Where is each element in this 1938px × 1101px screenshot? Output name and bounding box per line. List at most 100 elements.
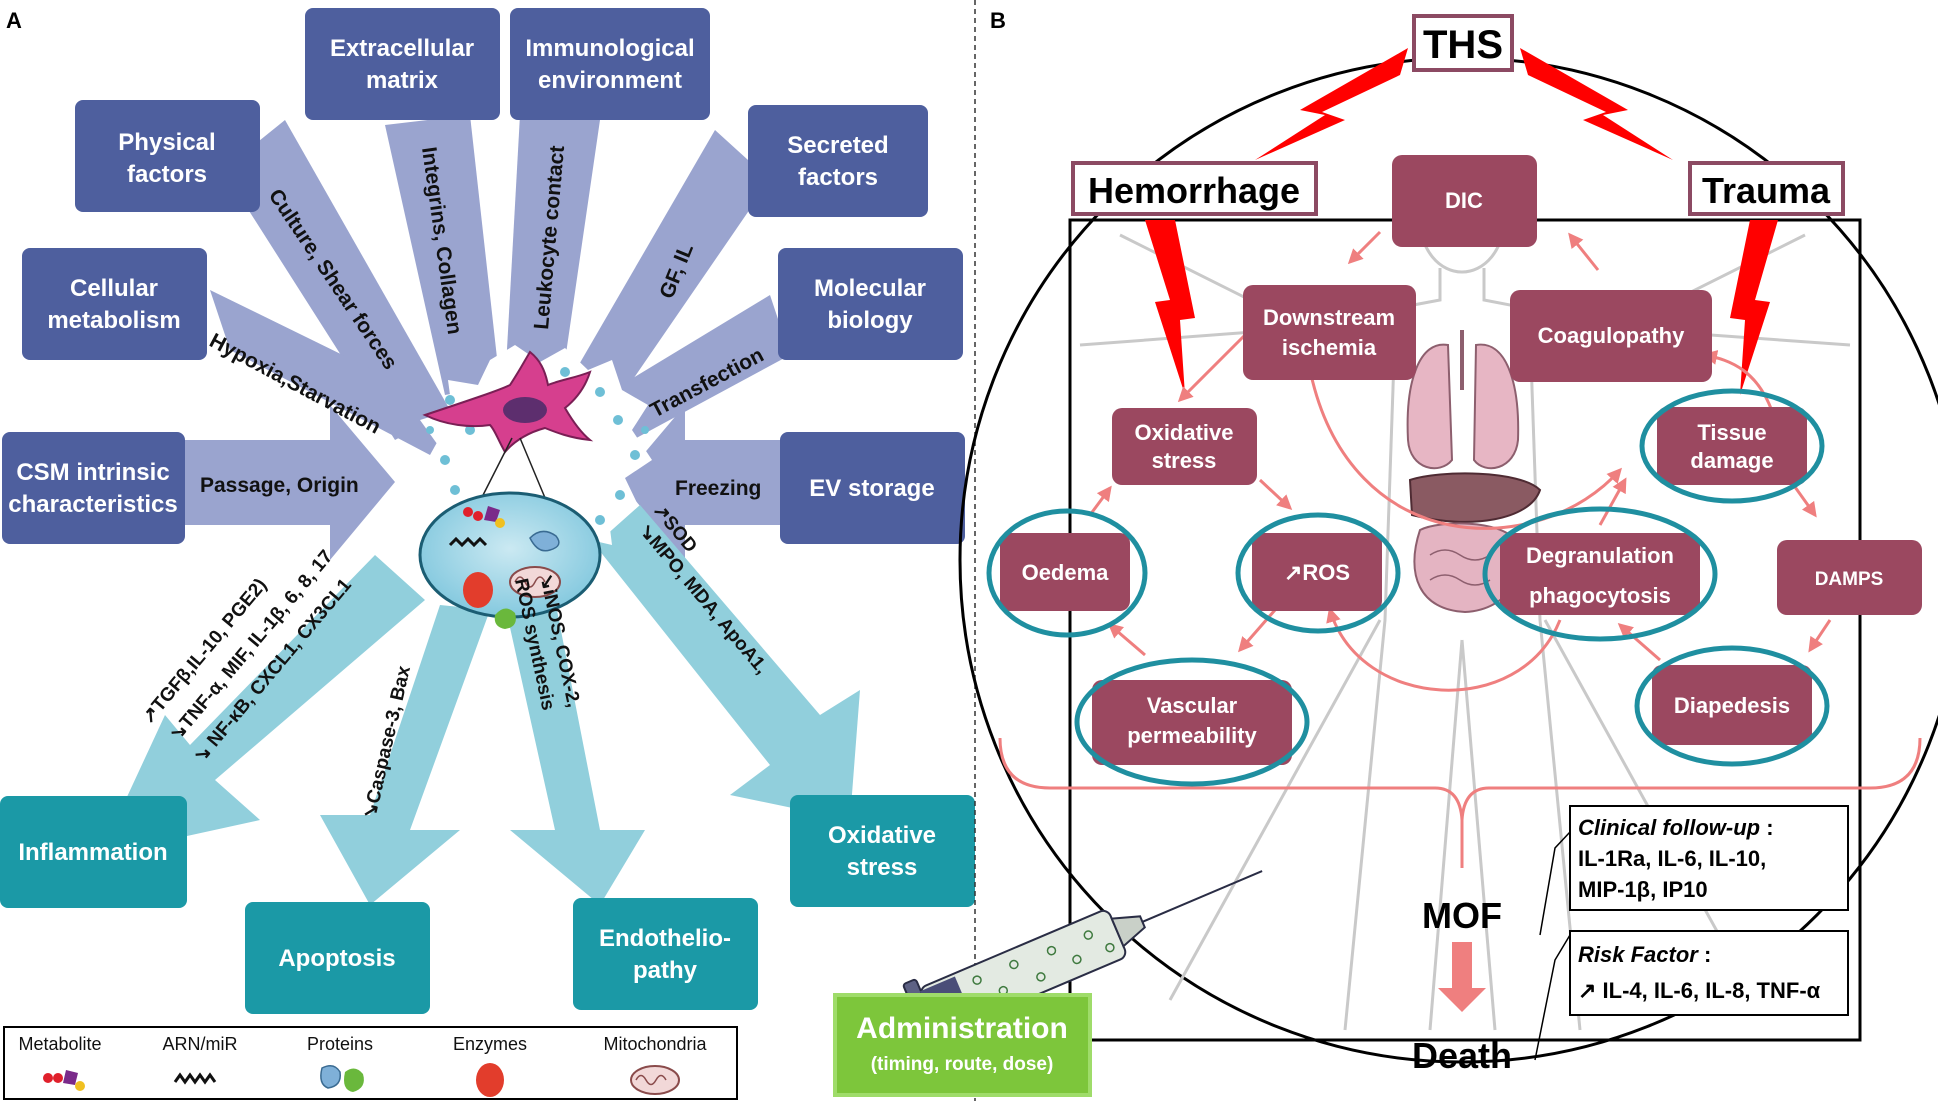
syringe-tip [1110,915,1146,948]
ring-tissue [1639,388,1825,504]
left-lung [1406,343,1454,470]
panel-b-letter: B [990,8,1006,33]
node-damps [1777,540,1922,615]
administration-badge: Administration (timing, route, dose) [833,993,1092,1097]
box-metab-l1: Cellular [70,275,158,302]
box-oxidative-l1: Oxidative [828,822,936,849]
arrow-metab [210,290,455,455]
node-downstream-l1: Downstream [1263,305,1395,330]
stromal-cell [422,350,594,454]
zoom-line-1 [477,437,513,506]
box-ecm-l1: Extracellular [330,35,474,62]
node-diapedesis-t: Diapedesis [1674,693,1790,718]
box-molbio-l1: Molecular [814,275,926,302]
clinical-colon: : [1760,815,1773,840]
legend-frame [3,1026,738,1100]
legend-enzyme-icon [476,1063,504,1097]
risk-title: Risk Factor [1578,942,1699,967]
node-coag [1510,290,1712,382]
arrow-ev [620,405,785,560]
box-csm-l1: CSM intrinsic [16,459,169,486]
hemorrhage-label: Hemorrhage [1088,170,1300,211]
hemorrhage-box [1071,161,1318,216]
node-damps-t: DAMPS [1815,569,1884,590]
protein-blob [529,530,560,552]
ring-diapedesis [1634,645,1830,767]
cell-nucleus [503,397,547,423]
node-degran-l1: Degranulation [1526,543,1674,568]
green-protein [494,608,516,629]
box-immuno-l1: Immunological [525,35,694,62]
node-vascular-l2: permeability [1127,723,1257,748]
mitochondrion-cristae [514,576,546,588]
clinical-title: Clinical follow-up [1578,815,1760,840]
legend-mito: Mitochondria [603,1034,707,1054]
panel-b: B THS He [958,8,1938,1076]
right-lung [1472,343,1520,470]
lightning-bolts [1145,48,1778,395]
box-endo-l1: Endothelio- [599,925,731,952]
box-immuno [510,8,710,120]
legend-arn: ARN/miR [163,1034,238,1054]
mof-death-arrow [1438,942,1486,1012]
legend-metabolite: Metabolite [18,1034,101,1054]
node-dic [1392,155,1537,247]
risk-box: Risk Factor : ↗ IL-4, IL-6, IL-8, TNF-α [1569,930,1849,1016]
arrow-downstream-tissue [1308,369,1622,530]
arrow-inflammation [100,555,425,855]
box-metab [22,248,207,360]
arrow-ecm [385,115,500,395]
ring-degran [1482,506,1718,642]
arrow-immuno [505,115,600,395]
box-csm [2,432,185,544]
node-ros [1252,533,1382,611]
arrow-coag-dic [1568,232,1600,271]
trauma-box [1688,161,1845,216]
box-endo [573,898,758,1010]
flow-arrows [1088,230,1832,692]
legend-enzymes: Enzymes [453,1034,527,1054]
box-secreted-l1: Secreted [787,132,888,159]
bolt-ths-right [1520,48,1673,160]
arrow-secreted [570,130,770,420]
outcome-boxes: Inflammation Apoptosis Endothelio- pathy… [0,795,975,1014]
arrow-csm [185,405,395,560]
node-tissue-l1: Tissue [1697,420,1766,445]
box-inflammation-t: Inflammation [18,839,167,866]
legend-arn-icon [173,1072,217,1085]
box-physical [75,100,260,212]
risk-colon: : [1698,942,1711,967]
arrow-apoptosis [320,605,490,905]
rna-squiggle [448,536,488,548]
box-csm-l2: characteristics [8,491,177,518]
metabolite-dot-2 [473,511,483,521]
arrow-oxid-ros [1258,478,1293,511]
node-oedema [1000,533,1130,611]
arrow-dic-downstream [1347,230,1382,265]
box-apoptosis [245,902,430,1014]
node-downstream-l2: ischemia [1282,335,1377,360]
box-molbio [778,248,963,360]
node-coag-t: Coagulopathy [1538,323,1685,348]
metabolite-dot-3 [484,506,500,522]
connectors [1534,831,1571,1061]
risk-frame [1569,930,1849,1016]
box-secreted [748,105,928,217]
node-dic-t: DIC [1445,188,1483,213]
arrow-downstream-oxid [1177,328,1252,403]
trauma-label: Trauma [1702,170,1831,211]
box-apoptosis-t: Apoptosis [278,945,395,972]
mechanism-nodes: DIC Downstream ischemia Coagulopathy Oxi… [1000,155,1922,765]
arrow-degran-tissue [1598,477,1627,526]
ring-ros [1235,512,1401,634]
node-oxid [1112,408,1257,485]
arrow-endo [505,600,645,905]
box-ev [780,432,965,544]
clinical-title-line: Clinical follow-up : [1578,815,1774,840]
administration-box [833,993,1092,1097]
highlight-rings [986,388,1830,787]
source-boxes: Physical factors Extracellular matrix Im… [2,8,965,544]
administration-subtitle: (timing, route, dose) [871,1054,1054,1075]
ths-label: THS [1423,23,1503,67]
